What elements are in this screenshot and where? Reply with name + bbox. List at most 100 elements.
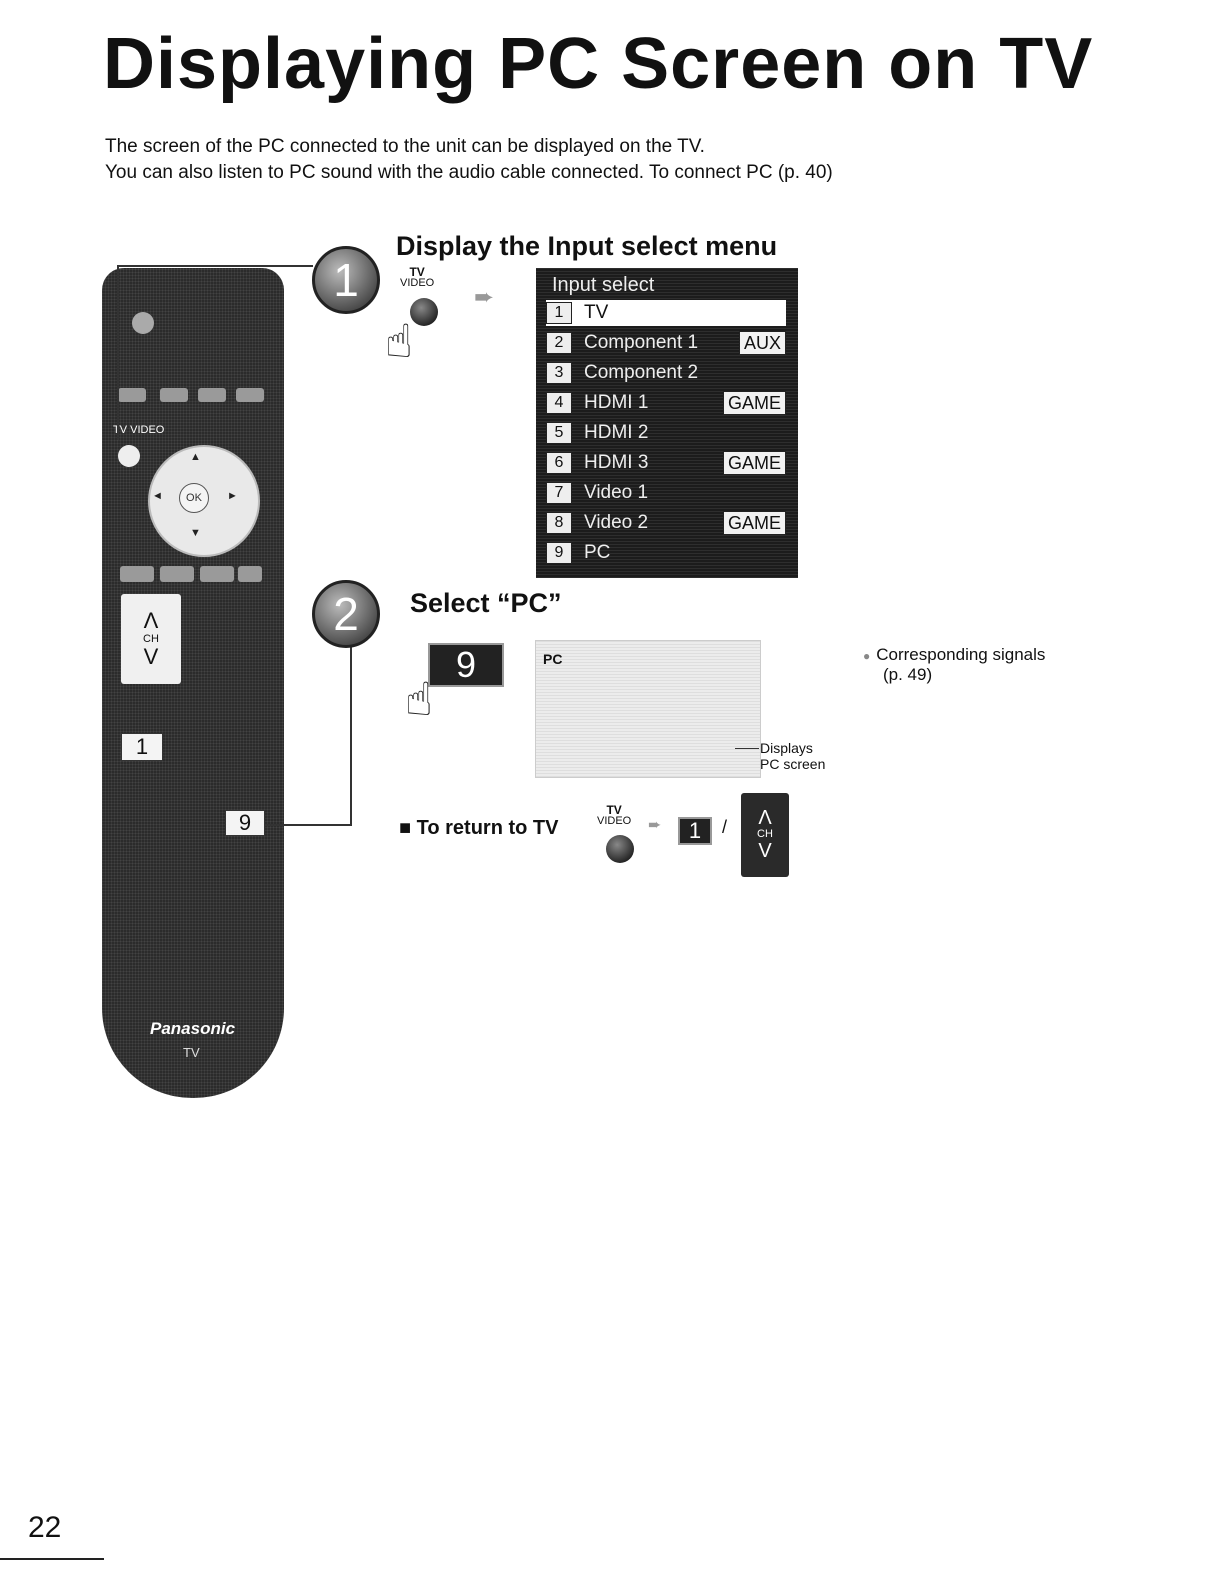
remote-button	[160, 566, 194, 582]
return-to-tv-heading: ■ To return to TV	[399, 817, 559, 839]
key-1-icon: 1	[678, 817, 712, 845]
input-item-num: 6	[546, 452, 572, 474]
separator: /	[722, 817, 728, 837]
tv-video-top: TV	[606, 803, 622, 817]
remote-color-button	[118, 388, 146, 402]
remote-ok-button: OK	[179, 483, 209, 513]
input-item-label: Video 1	[584, 482, 649, 503]
input-item-num: 5	[546, 422, 572, 444]
remote-tv-video-label: TV VIDEO	[113, 424, 165, 436]
input-item-num: 3	[546, 362, 572, 384]
tv-video-bottom: VIDEO	[597, 815, 632, 827]
remote-control	[102, 268, 284, 1098]
callout-line	[350, 636, 352, 826]
input-item-label: HDMI 1	[584, 392, 649, 413]
callout-line	[117, 265, 119, 440]
input-item-component-1: 2 Component 1 AUX	[546, 330, 786, 356]
tv-video-button-icon	[606, 835, 634, 863]
input-item-label: Component 1	[584, 332, 699, 353]
remote-button	[120, 566, 154, 582]
tv-video-button-label: TV VIDEO	[597, 804, 631, 827]
tv-video-bottom: VIDEO	[400, 277, 435, 289]
input-item-num: 1	[546, 302, 572, 324]
tv-video-button-label: TV VIDEO	[400, 266, 434, 289]
callout-line	[265, 824, 352, 826]
input-item-hdmi-2: 5 HDMI 2	[546, 420, 786, 446]
callout-line-1: Displays	[760, 740, 813, 756]
input-item-tag: GAME	[722, 451, 786, 475]
input-item-tv: 1 TV	[546, 300, 786, 326]
note-line-2: (p. 49)	[883, 665, 933, 685]
input-item-num: 8	[546, 512, 572, 534]
page-title: Displaying PC Screen on TV	[103, 24, 1094, 104]
remote-color-button	[236, 388, 264, 402]
dpad-down-arrow-icon: ▼	[190, 527, 201, 539]
ch-label: CH	[143, 632, 159, 645]
return-to-tv-label: To return to TV	[416, 817, 559, 839]
step-1-badge: 1	[312, 246, 380, 314]
bullet-icon: ●	[863, 649, 871, 663]
ch-rocker-icon: Λ CH V	[741, 793, 789, 877]
corresponding-signals-note: ● Corresponding signals (p. 49)	[863, 645, 1045, 686]
input-item-pc: 9 PC	[546, 540, 786, 566]
remote-color-button	[160, 388, 188, 402]
input-select-title: Input select	[552, 274, 655, 296]
input-item-num: 9	[546, 542, 572, 564]
callout-line	[117, 265, 313, 267]
input-item-label: HDMI 3	[584, 452, 649, 473]
dpad-right-arrow-icon: ►	[227, 490, 238, 502]
intro-line-2: You can also listen to PC sound with the…	[105, 162, 833, 183]
remote-key-1: 1	[121, 733, 163, 761]
input-item-label: Component 2	[584, 362, 699, 383]
remote-key-9: 9	[225, 810, 265, 836]
arrow-right-icon: ➨	[648, 817, 662, 834]
key-9-icon: 9	[428, 643, 504, 687]
step-2-badge: 2	[312, 580, 380, 648]
input-item-label: PC	[584, 542, 611, 563]
remote-button	[200, 566, 234, 582]
power-button-icon	[132, 312, 154, 334]
input-item-hdmi-1: 4 HDMI 1 GAME	[546, 390, 786, 416]
footer-rule	[0, 1558, 104, 1560]
step-2-title: Select “PC”	[410, 588, 562, 618]
arrow-right-icon: ➨	[474, 284, 495, 311]
callout-line	[735, 748, 759, 749]
brand-logo: Panasonic	[150, 1019, 236, 1038]
ch-up-icon: Λ	[758, 807, 772, 830]
callout-line-2: PC screen	[760, 756, 826, 773]
input-item-video-1: 7 Video 1	[546, 480, 786, 506]
input-item-num: 4	[546, 392, 572, 414]
input-item-tag: GAME	[722, 511, 786, 535]
ch-up-icon: Λ	[143, 607, 159, 633]
ch-label: CH	[757, 828, 773, 841]
remote-model-label: TV	[183, 1045, 200, 1060]
remote-ch-rocker: Λ CH V	[121, 594, 181, 684]
pressing-hand-icon: ☝	[405, 673, 434, 725]
input-item-label: HDMI 2	[584, 422, 649, 443]
note-line-1: Corresponding signals	[876, 645, 1046, 664]
input-item-video-2: 8 Video 2 GAME	[546, 510, 786, 536]
dpad-up-arrow-icon: ▲	[190, 451, 201, 463]
input-item-label: Video 2	[584, 512, 649, 533]
remote-color-button	[198, 388, 226, 402]
input-item-hdmi-3: 6 HDMI 3 GAME	[546, 450, 786, 476]
input-item-tag: AUX	[738, 331, 786, 355]
remote-dpad	[148, 445, 260, 557]
ch-down-icon: V	[143, 644, 159, 670]
input-item-tag: GAME	[722, 391, 786, 415]
pc-screen-label: PC	[543, 651, 563, 667]
remote-button	[238, 566, 262, 582]
pc-screen-illustration	[535, 640, 761, 778]
input-item-num: 2	[546, 332, 572, 354]
remote-tv-video-button	[118, 445, 140, 467]
tv-video-button-icon	[410, 298, 438, 326]
page-number: 22	[28, 1511, 62, 1544]
pressing-hand-icon: ☝	[385, 315, 414, 367]
ch-down-icon: V	[758, 839, 772, 862]
tv-video-top: TV	[409, 265, 425, 279]
intro-line-1: The screen of the PC connected to the un…	[105, 136, 705, 157]
input-item-label: TV	[584, 302, 609, 323]
input-item-num: 7	[546, 482, 572, 504]
dpad-left-arrow-icon: ◄	[152, 490, 163, 502]
pc-screen-callout: Displays PC screen	[760, 740, 825, 772]
